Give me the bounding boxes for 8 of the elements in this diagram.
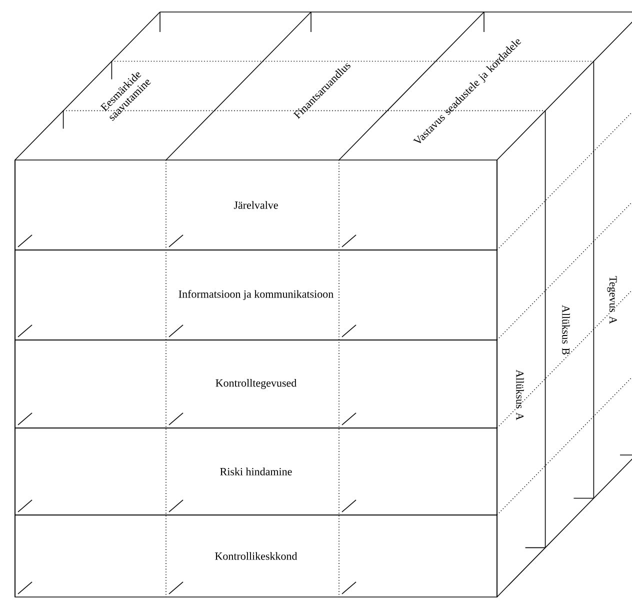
row-band: Kontrollikeskkond (14, 514, 498, 598)
unit-label: Allüksus B (562, 305, 570, 354)
row-band: Informatsioon ja kommunikatsioon (14, 250, 498, 340)
row-band: Kontrolltegevused (14, 340, 498, 428)
row-band: Riski hindamine (14, 428, 498, 516)
activity-label: Tegevus A (607, 276, 617, 324)
unit-label: Allüksus A (516, 370, 524, 420)
row-band: Järelvalve (14, 160, 498, 250)
